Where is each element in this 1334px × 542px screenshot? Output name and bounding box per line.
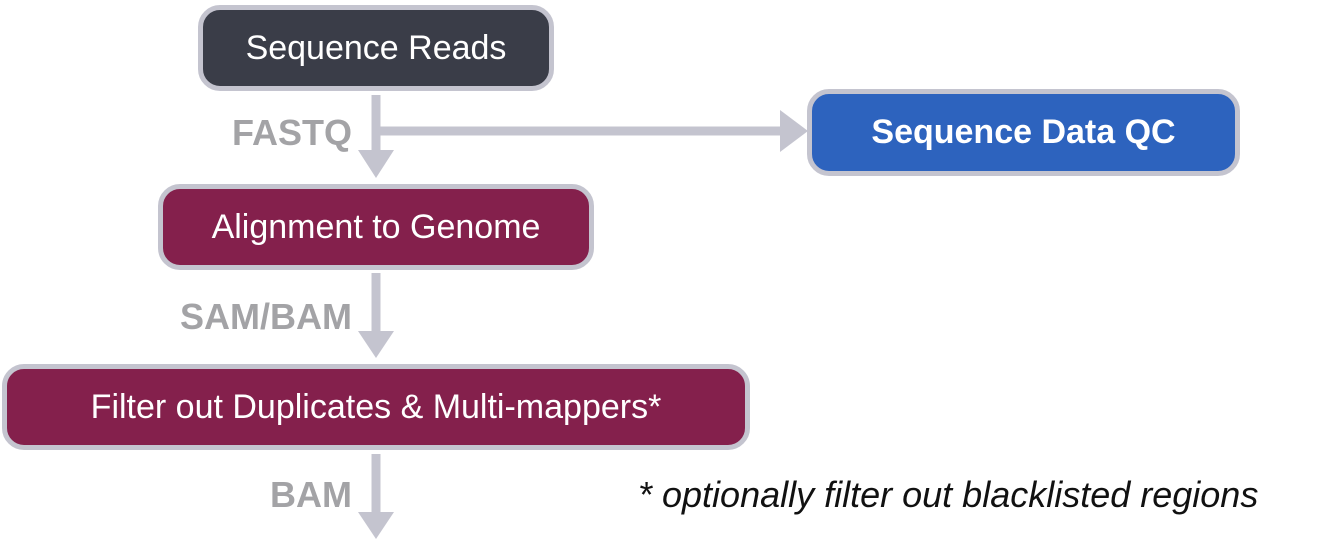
- edge-label-sam-bam: SAM/BAM: [180, 296, 352, 337]
- node-filter-duplicates: Filter out Duplicates & Multi-mappers*: [2, 364, 750, 450]
- node-alignment-to-genome: Alignment to Genome: [158, 184, 594, 270]
- node-sequence-data-qc: Sequence Data QC: [807, 89, 1240, 176]
- edge-label-fastq: FASTQ: [231, 112, 352, 153]
- node-sequence-reads-label: Sequence Reads: [245, 28, 507, 67]
- arrow-reads-to-alignment-head: [358, 150, 394, 178]
- node-alignment-label: Alignment to Genome: [211, 207, 541, 246]
- edge-label-bam: BAM: [270, 474, 352, 515]
- arrow-fastq-to-qc-head: [780, 110, 808, 152]
- node-filter-label: Filter out Duplicates & Multi-mappers*: [90, 387, 662, 426]
- arrow-alignment-to-filter-head: [358, 331, 394, 358]
- footnote-blacklisted-regions: * optionally filter out blacklisted regi…: [638, 474, 1259, 515]
- arrow-filter-to-bam-head: [358, 512, 394, 539]
- node-sequence-reads: Sequence Reads: [198, 5, 554, 91]
- node-sequence-data-qc-label: Sequence Data QC: [871, 113, 1176, 151]
